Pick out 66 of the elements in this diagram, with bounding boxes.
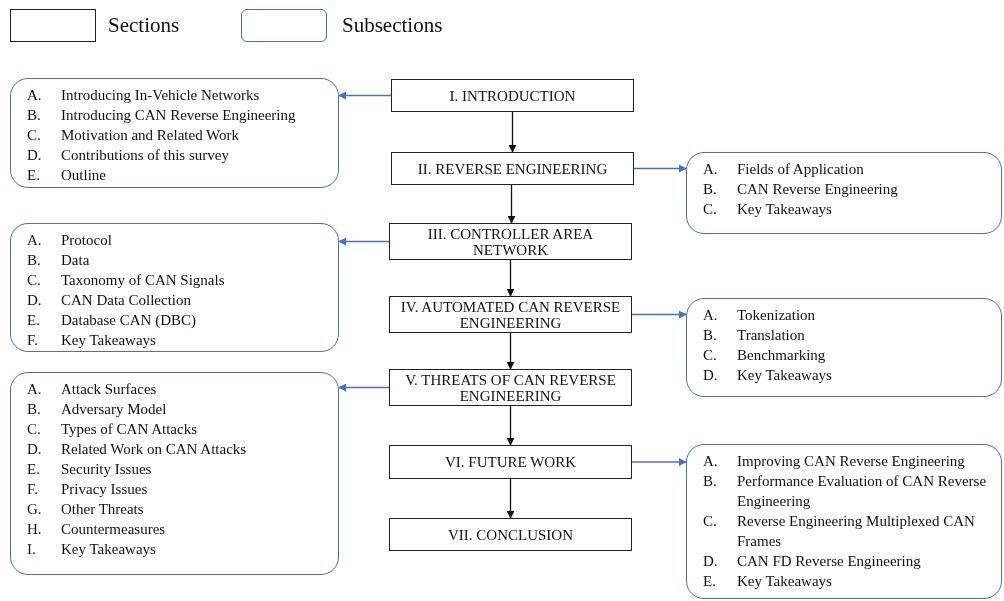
section-box bbox=[389, 296, 632, 333]
subsection-item: I. Key Takeaways bbox=[27, 540, 157, 559]
subsection-item: C. Types of CAN Attacks bbox=[27, 420, 199, 439]
subsection-item: B. CAN Reverse Engineering bbox=[703, 180, 899, 199]
section-title: II. REVERSE ENGINEERING bbox=[417, 160, 608, 177]
arrow bbox=[506, 332, 515, 370]
arrow bbox=[506, 405, 515, 446]
legend-label: Subsections bbox=[342, 13, 443, 38]
subsection-item: E. Database CAN (DBC) bbox=[27, 311, 197, 330]
section-box bbox=[389, 445, 632, 479]
subsection-box bbox=[10, 223, 339, 352]
subsection-item: C. Taxonomy of CAN Signals bbox=[27, 271, 226, 290]
section-title: VI. FUTURE WORK bbox=[445, 454, 576, 470]
legend-label: Sections bbox=[108, 13, 180, 38]
subsection-box bbox=[10, 78, 339, 188]
section-box bbox=[389, 369, 632, 406]
section-box bbox=[389, 223, 632, 260]
subsection-item: E. Outline bbox=[27, 166, 107, 185]
section-title: I. INTRODUCTION bbox=[449, 87, 576, 104]
arrow bbox=[506, 478, 515, 519]
arrow bbox=[338, 237, 390, 246]
subsection-item: C. Key Takeaways bbox=[703, 200, 833, 219]
arrow bbox=[631, 458, 687, 466]
subsection-item: D. CAN Data Collection bbox=[27, 291, 192, 310]
subsection-item: B. Translation bbox=[703, 326, 806, 345]
subsection-item: C. Benchmarking bbox=[703, 346, 827, 365]
arrow bbox=[507, 184, 516, 224]
subsection-item: B. Introducing CAN Reverse Engineering bbox=[27, 106, 297, 125]
section-box bbox=[389, 518, 632, 551]
section-title: VII. CONCLUSION bbox=[448, 526, 573, 543]
subsection-box bbox=[686, 152, 1002, 234]
arrow bbox=[633, 164, 687, 173]
subsection-item: D. Key Takeaways bbox=[703, 366, 833, 385]
section-title: IV. AUTOMATED CAN REVERSE ENGINEERING bbox=[399, 298, 622, 331]
subsection-item: E. Security Issues bbox=[27, 460, 153, 479]
subsection-item: E. Key Takeaways bbox=[703, 572, 833, 591]
subsection-item: A. Improving CAN Reverse Engineering bbox=[703, 452, 966, 471]
subsection-box bbox=[686, 298, 1002, 397]
subsection-item: A. Fields of Application bbox=[703, 160, 865, 179]
subsection-item: B. Data bbox=[27, 251, 91, 270]
subsection-item: A. Introducing In-Vehicle Networks bbox=[27, 86, 261, 105]
subsection-item: B. Adversary Model bbox=[27, 400, 168, 419]
section-box bbox=[391, 152, 634, 185]
arrow bbox=[506, 259, 515, 297]
arrow bbox=[338, 91, 392, 100]
arrow bbox=[338, 383, 390, 392]
subsection-box bbox=[10, 372, 339, 575]
section-box bbox=[391, 79, 634, 112]
subsection-item: G. Other Threats bbox=[27, 500, 145, 519]
subsection-item: F. Key Takeaways bbox=[27, 331, 157, 350]
subsection-item: F. Privacy Issues bbox=[27, 480, 149, 499]
section-title: V. THREATS OF CAN REVERSE ENGINEERING bbox=[404, 371, 617, 404]
subsection-item: D. CAN FD Reverse Engineering bbox=[703, 552, 922, 571]
section-title: III. CONTROLLER AREA NETWORK bbox=[426, 225, 595, 258]
subsection-item: H. Countermeasures bbox=[27, 520, 167, 539]
subsection-item: D. Related Work on CAN Attacks bbox=[27, 440, 248, 459]
subsection-item: C. Reverse Engineering Multiplexed CAN Frames bbox=[703, 512, 976, 551]
subsection-box bbox=[686, 444, 1002, 599]
subsection-item: A. Tokenization bbox=[703, 306, 817, 325]
arrow bbox=[508, 111, 517, 153]
subsection-item: A. Attack Surfaces bbox=[27, 380, 158, 399]
subsection-item: D. Contributions of this survey bbox=[27, 146, 230, 165]
subsection-item: A. Protocol bbox=[27, 231, 113, 250]
subsection-item: C. Motivation and Related Work bbox=[27, 126, 241, 145]
subsection-item: B. Performance Evaluation of CAN Reverse Engineering bbox=[703, 472, 988, 511]
arrow bbox=[631, 310, 687, 319]
